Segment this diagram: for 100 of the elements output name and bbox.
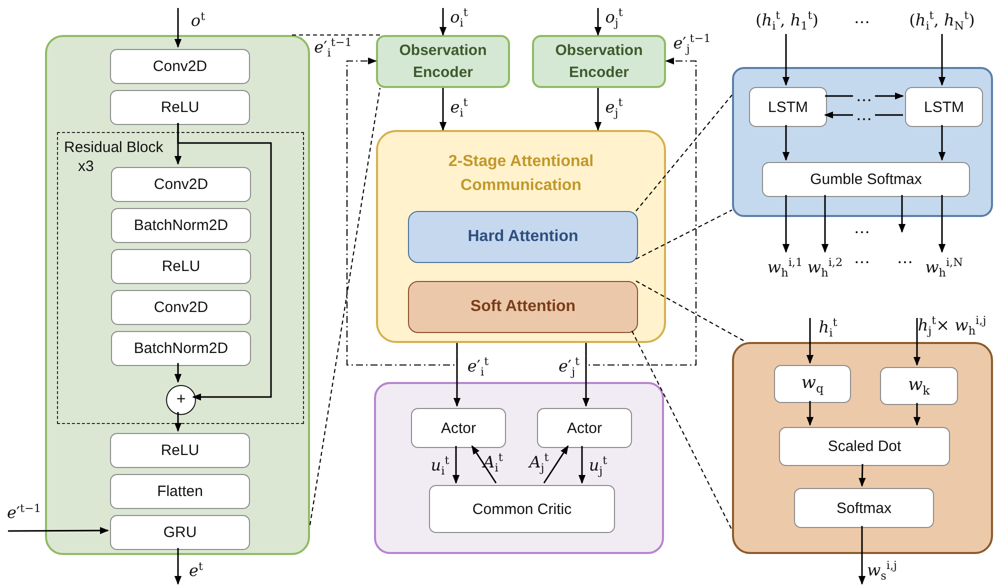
weight-box	[774, 365, 851, 403]
edge-label: e$^{t}$	[189, 560, 203, 580]
arrow	[782, 34, 790, 86]
box-label: BatchNorm2D	[134, 217, 228, 234]
box-label: Gumble Softmax	[810, 171, 922, 188]
edge-label: o$^{t}$	[190, 10, 206, 30]
dashed-leader-line	[636, 210, 732, 260]
layer-box	[110, 515, 250, 550]
dashed-leader-line	[636, 94, 732, 212]
box-label: ReLU	[160, 442, 200, 459]
box-label: Scaled Dot	[828, 438, 902, 455]
arrow	[913, 318, 921, 366]
arrow	[177, 123, 272, 401]
layer-box	[111, 208, 251, 243]
edge-label: e′$^{t−1}$	[6, 502, 42, 522]
arrow	[594, 8, 602, 36]
box-label: BatchNorm2D	[134, 340, 228, 357]
communication-panel	[376, 130, 666, 343]
arrow	[782, 195, 790, 253]
arrow	[543, 445, 569, 484]
layer-box	[110, 474, 250, 509]
arrow	[825, 92, 904, 100]
arrow	[821, 195, 829, 253]
weight-box	[880, 367, 958, 405]
dashed-leader-line	[292, 34, 380, 36]
layer-box	[110, 90, 250, 125]
arrow	[582, 343, 590, 407]
arrow	[782, 125, 790, 161]
ellipsis-label: …	[897, 250, 913, 266]
arrow	[824, 111, 903, 119]
arrow	[938, 34, 946, 86]
attention-box	[408, 211, 638, 263]
arrow	[174, 363, 182, 383]
box-label: Softmax	[836, 500, 892, 516]
attention-box	[408, 281, 638, 333]
arrow	[439, 8, 447, 36]
arrow	[806, 318, 814, 364]
box-label: +	[176, 391, 186, 409]
box-label: Common Critic	[472, 500, 572, 518]
layer-box	[794, 488, 934, 528]
feedback-arrow	[585, 57, 697, 366]
box-label: Conv2D	[154, 299, 208, 316]
layer-box	[905, 87, 983, 127]
layer-box	[111, 290, 251, 325]
layer-box	[111, 331, 251, 366]
ellipsis-label: …	[854, 250, 870, 266]
block-label: x3	[78, 158, 94, 175]
box-label: Observation Encoder	[398, 40, 488, 82]
layer-box	[537, 408, 632, 448]
arrow	[913, 403, 921, 426]
arrow	[174, 8, 182, 48]
arrow	[471, 445, 497, 484]
arrow	[898, 195, 906, 233]
layer-box	[110, 49, 250, 84]
block-label: Residual Block	[64, 139, 164, 156]
residual-block-frame	[57, 132, 304, 424]
encoder-panel	[45, 35, 310, 555]
arrow	[858, 464, 866, 487]
layer-box	[111, 167, 251, 202]
layer-box	[429, 485, 615, 533]
math-label: (h$_{i}$$^{t}$, h$_{1}$$^{t}$)	[756, 9, 818, 33]
arrow	[8, 526, 109, 534]
box-label: ReLU	[160, 99, 200, 116]
encoder-box	[532, 35, 666, 88]
soft-attention-panel	[732, 342, 993, 554]
arrow	[452, 446, 460, 484]
feedback-arrow	[346, 57, 458, 366]
box-label: Conv2D	[152, 58, 208, 75]
box-label: w$_{q}$	[801, 372, 824, 396]
box-label: Hard Attention	[468, 227, 578, 247]
ellipsis-label: …	[854, 10, 870, 26]
dashed-leader-line	[309, 88, 381, 526]
encoder-box	[376, 35, 510, 88]
arrow	[594, 88, 602, 131]
layer-box	[111, 249, 251, 284]
box-label: Soft Attention	[470, 297, 576, 317]
arrow	[806, 401, 814, 426]
box-label: Conv2D	[154, 176, 208, 193]
dashed-leader-line	[636, 280, 746, 342]
layer-box	[749, 87, 827, 127]
layer-box	[762, 162, 970, 197]
box-label: Flatten	[157, 483, 203, 500]
arrow	[174, 412, 182, 432]
sum-circle	[166, 385, 196, 415]
box-label: Observation Encoder	[554, 40, 644, 82]
layer-box	[411, 408, 506, 448]
hard-attention-panel	[732, 67, 993, 217]
layer-box	[110, 433, 250, 468]
math-label: (h$_{i}$$^{t}$, h$_{N}$$^{t}$)	[909, 9, 975, 33]
box-label: Actor	[566, 420, 602, 436]
box-label: LSTM	[768, 98, 808, 116]
box-label: Actor	[440, 420, 476, 436]
arrow	[858, 526, 866, 585]
box-label: 2-Stage Attentional Communication	[447, 152, 595, 196]
arrow	[453, 343, 461, 407]
box-label: ReLU	[162, 258, 200, 275]
arrow	[439, 88, 447, 131]
arrow	[578, 446, 586, 484]
arrow	[938, 195, 946, 253]
box-label: w$_{k}$	[908, 374, 930, 398]
